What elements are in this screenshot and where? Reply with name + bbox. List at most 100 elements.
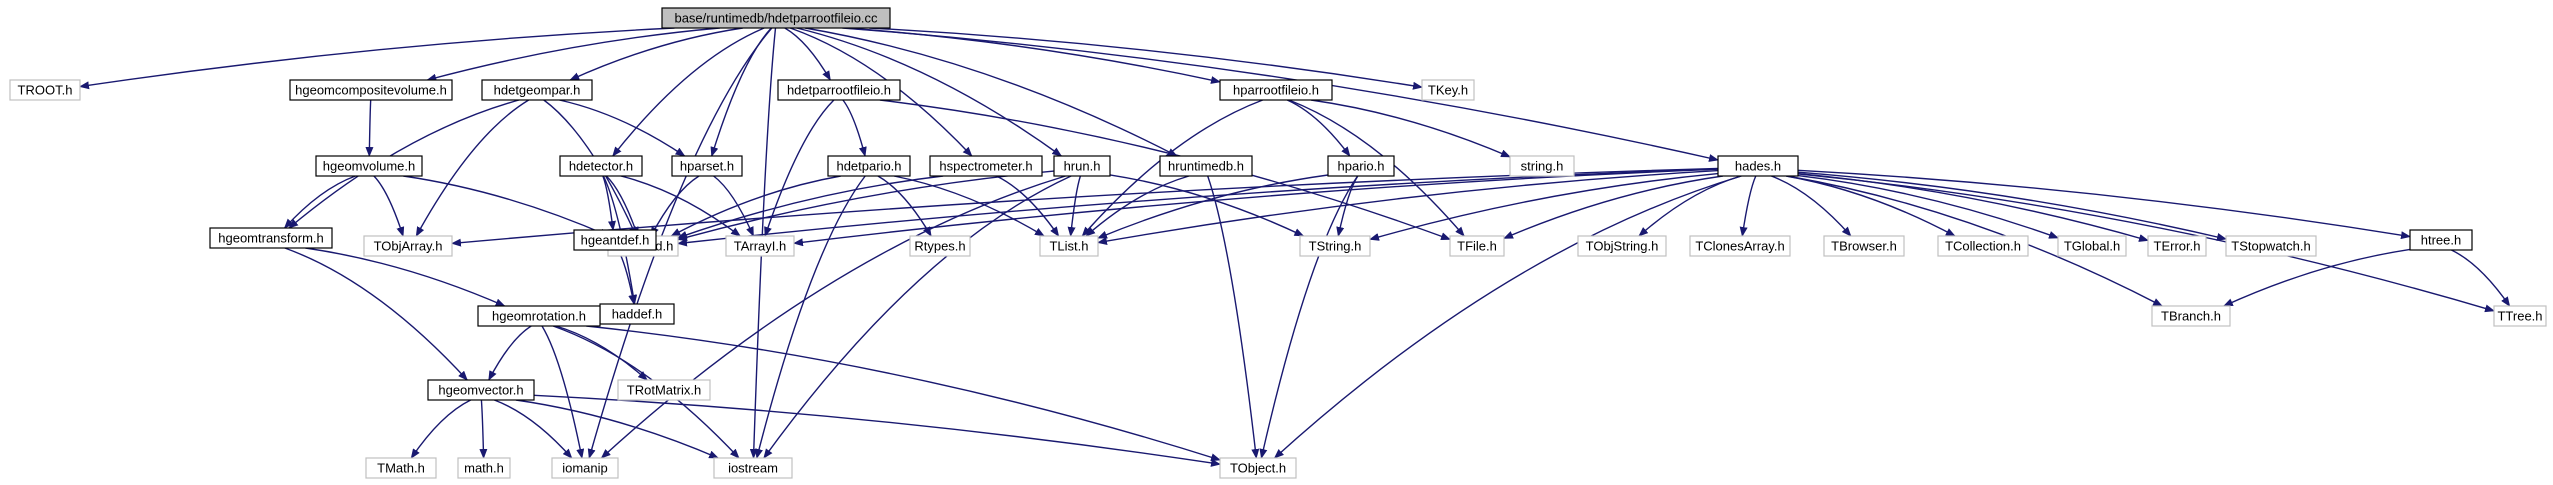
node-label: base/runtimedb/hdetparrootfileio.cc xyxy=(674,11,878,26)
node-box xyxy=(1053,155,1111,177)
node-label: TCollection.h xyxy=(1945,239,2021,254)
node-box xyxy=(1717,155,1799,177)
edge-hparrootfileio-to-TList xyxy=(1081,99,1263,237)
edge-root-to-TROOT xyxy=(79,27,675,90)
graph-node-hdetpario[interactable]: hdetpario.h xyxy=(827,155,911,177)
graph-node-hdetparrootfileio[interactable]: hdetparrootfileio.h xyxy=(777,79,901,101)
edge-root-to-hdetgeompar xyxy=(569,27,743,81)
node-layer: base/runtimedb/hdetparrootfileio.ccTROOT… xyxy=(9,7,2547,479)
edge-htree-to-TTree xyxy=(2451,249,2511,307)
edge-hades-to-TClonesArray xyxy=(1739,175,1757,237)
node-box xyxy=(617,379,711,401)
graph-node-hspectrometer[interactable]: hspectrometer.h xyxy=(929,155,1043,177)
node-box xyxy=(777,79,901,101)
node-box xyxy=(365,457,437,479)
edge-hpario-to-TObject xyxy=(1259,175,1359,459)
node-label: hades.h xyxy=(1735,159,1781,174)
node-label: TArrayI.h xyxy=(734,239,787,254)
node-box xyxy=(909,235,971,257)
node-label: Rtypes.h xyxy=(914,239,965,254)
node-label: TObject.h xyxy=(1230,461,1286,476)
node-label: iomanip xyxy=(562,461,608,476)
edge-hrun-to-iostream xyxy=(763,175,1072,459)
edge-hdetparrootfileio-to-hdetpario xyxy=(842,99,867,157)
edge-root-to-hgeomcomposite xyxy=(426,27,720,82)
edge-hparrootfileio-to-TFile xyxy=(1288,99,1465,237)
node-label: TStopwatch.h xyxy=(2231,239,2311,254)
edge-root-to-TKey xyxy=(869,27,1423,90)
node-box xyxy=(1823,235,1905,257)
node-box xyxy=(1299,235,1371,257)
graph-node-tarrayi: TArrayI.h xyxy=(725,235,795,257)
graph-node-hdetgeompar[interactable]: hdetgeompar.h xyxy=(481,79,593,101)
edge-hades-to-TObject xyxy=(1273,175,1742,459)
node-box xyxy=(1421,79,1475,101)
graph-node-htree[interactable]: htree.h xyxy=(2409,229,2473,251)
node-label: htree.h xyxy=(2421,233,2461,248)
node-label: hgeomrotation.h xyxy=(492,309,586,324)
node-label: hdetpario.h xyxy=(836,159,901,174)
graph-node-tobject: TObject.h xyxy=(1219,457,1297,479)
node-box xyxy=(725,235,795,257)
graph-node-tkey: TKey.h xyxy=(1421,79,1475,101)
node-box xyxy=(1039,235,1099,257)
edge-hrun-to-TNamed xyxy=(677,170,1055,242)
edge-hades-to-TObjString xyxy=(1638,175,1742,237)
edge-hades-to-TList xyxy=(1097,169,1719,245)
graph-node-hades[interactable]: hades.h xyxy=(1717,155,1799,177)
node-box xyxy=(2493,305,2547,327)
edge-hades-to-TArrayI xyxy=(793,168,1719,247)
graph-node-hruntimedb[interactable]: hruntimedb.h xyxy=(1159,155,1253,177)
node-label: hgeantdef.h xyxy=(581,233,650,248)
node-box xyxy=(1577,235,1667,257)
graph-node-tbrowser: TBrowser.h xyxy=(1823,235,1905,257)
edge-hdetgeompar-to-TObjArray xyxy=(415,99,530,237)
graph-node-hgeomcomposite[interactable]: hgeomcompositevolume.h xyxy=(289,79,453,101)
node-label: hpario.h xyxy=(1338,159,1385,174)
graph-node-haddef[interactable]: haddef.h xyxy=(599,303,675,325)
edge-hdetpario-to-TNamed xyxy=(670,175,841,237)
node-box xyxy=(573,229,657,251)
edge-hdetpario-to-iostream xyxy=(755,175,866,459)
node-box xyxy=(457,457,511,479)
graph-node-iostream: iostream xyxy=(713,457,793,479)
graph-node-hgeomtransform[interactable]: hgeomtransform.h xyxy=(209,227,333,249)
edge-hgeomrotation-to-iomanip xyxy=(541,325,585,459)
node-box xyxy=(477,305,601,327)
graph-node-hgeomrotation[interactable]: hgeomrotation.h xyxy=(477,305,601,327)
node-label: hgeomvector.h xyxy=(438,383,523,398)
node-box xyxy=(289,79,453,101)
edge-hgeomvector-to-TMath xyxy=(410,399,472,459)
edge-hdetpario-to-Rtypes xyxy=(877,175,932,237)
graph-node-hgeomvector[interactable]: hgeomvector.h xyxy=(427,379,535,401)
edge-hrun-to-iomanip xyxy=(600,175,1066,459)
graph-node-hgeomvolume[interactable]: hgeomvolume.h xyxy=(315,155,423,177)
edge-hades-to-TString xyxy=(1369,172,1719,241)
edge-root-to-hdetector xyxy=(612,27,765,157)
edge-hgeomvector-to-iostream xyxy=(515,399,720,459)
graph-node-hrun[interactable]: hrun.h xyxy=(1053,155,1111,177)
node-label: TString.h xyxy=(1309,239,1362,254)
graph-node-hdetector[interactable]: hdetector.h xyxy=(559,155,643,177)
node-label: TGlobal.h xyxy=(2064,239,2120,254)
node-label: TList.h xyxy=(1049,239,1088,254)
graph-node-hpario[interactable]: hpario.h xyxy=(1327,155,1395,177)
graph-node-iomanip: iomanip xyxy=(551,457,619,479)
edge-hdetparrootfileio-to-TFile xyxy=(879,99,1451,241)
graph-node-hgeantdef[interactable]: hgeantdef.h xyxy=(573,229,657,251)
graph-node-root: base/runtimedb/hdetparrootfileio.cc xyxy=(661,7,891,29)
node-label: TClonesArray.h xyxy=(1695,239,1784,254)
graph-node-hparset[interactable]: hparset.h xyxy=(671,155,743,177)
node-box xyxy=(2057,235,2127,257)
graph-node-tcollection: TCollection.h xyxy=(1937,235,2029,257)
edge-root-to-iomanip xyxy=(587,27,773,459)
node-label: TROOT.h xyxy=(18,83,73,98)
graph-node-hparrootfileio[interactable]: hparrootfileio.h xyxy=(1219,79,1333,101)
edge-hdetpario-to-TList xyxy=(893,175,1045,237)
graph-node-tstopwatch: TStopwatch.h xyxy=(2225,235,2317,257)
edge-hpario-to-TList xyxy=(1097,174,1329,239)
edge-hrun-to-TList xyxy=(1067,175,1082,237)
node-label: hrun.h xyxy=(1064,159,1101,174)
node-label: TBranch.h xyxy=(2161,309,2221,324)
node-label: TObjArray.h xyxy=(374,239,443,254)
